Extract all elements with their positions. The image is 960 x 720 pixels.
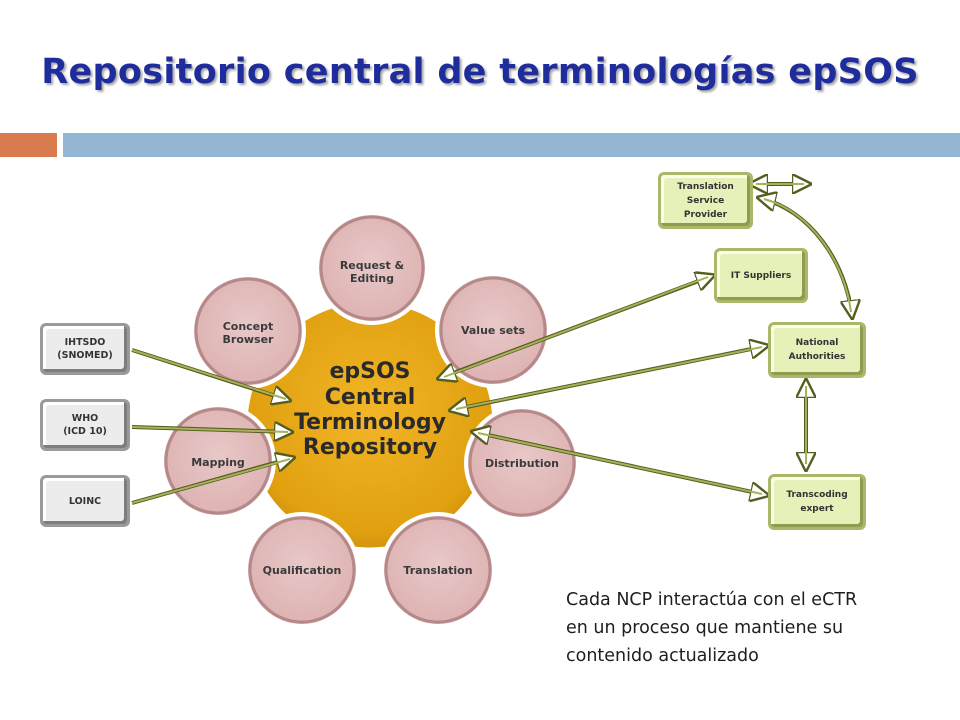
accent-bar-orange	[0, 133, 57, 157]
petal-request-editing	[315, 211, 429, 325]
core-label-line1: epSOS	[329, 359, 411, 384]
source-loinc: LOINC	[40, 475, 130, 527]
petal-label-mapping: Mapping	[191, 456, 245, 469]
petal-label-concept-browser: Concept Browser	[222, 320, 274, 346]
page-title: Repositorio central de terminologías epS…	[41, 52, 919, 92]
partner-it-suppliers: IT Suppliers	[714, 248, 808, 303]
petal-label-translation: Translation	[403, 564, 473, 577]
partner-national-authorities: National Authorities	[768, 322, 866, 378]
petal-label-value-sets: Value sets	[460, 324, 526, 337]
accent-bar-blue	[63, 133, 960, 157]
petal-translation	[380, 512, 496, 628]
core-label-line2: Central	[324, 385, 416, 410]
source-ihtsdo-snomed: IHTSDO (SNOMED)	[40, 323, 130, 375]
core-label-line4: Repository	[302, 435, 438, 460]
partner-transcoding-expert: Transcoding expert	[768, 474, 866, 530]
partner-translation-service-provider: Translation Service Provider	[658, 172, 753, 229]
core-label-line3: Terminology	[294, 410, 446, 435]
core-repository-label: epSOS Central Terminology Repository	[270, 358, 470, 460]
petal-label-distribution: Distribution	[484, 457, 560, 470]
note-line3: contenido actualizado	[566, 646, 759, 666]
ncp-note: Cada NCP interactúa con el eCTR en un pr…	[566, 586, 926, 670]
note-line1: Cada NCP interactúa con el eCTR	[566, 590, 858, 610]
note-line2: en un proceso que mantiene su	[566, 618, 844, 638]
source-who-icd10: WHO (ICD 10)	[40, 399, 130, 451]
petal-label-request-editing: Request & Editing	[339, 259, 405, 285]
petal-qualification	[244, 512, 360, 628]
petal-label-qualification: Qualification	[262, 564, 342, 577]
petal-mapping	[160, 403, 276, 519]
